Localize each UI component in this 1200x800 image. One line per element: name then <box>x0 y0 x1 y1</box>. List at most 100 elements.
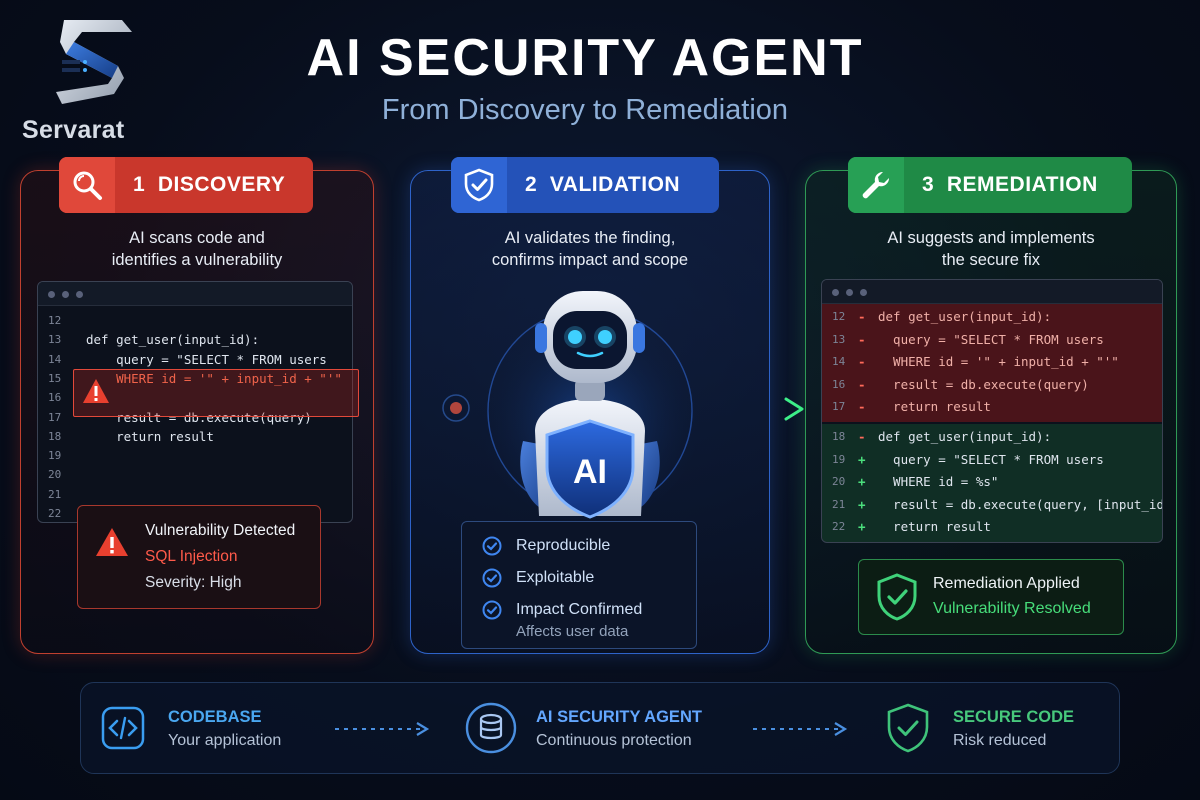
pipeline-title: AI SECURITY AGENT <box>536 708 702 726</box>
window-dot <box>48 291 55 298</box>
warning-icon <box>83 379 109 403</box>
alert-title: Vulnerability Detected <box>145 522 296 539</box>
window-dot <box>846 289 853 296</box>
code-text: def get_user(input_id): <box>878 309 1052 324</box>
check-circle-icon <box>482 536 502 556</box>
code-line: 12-def get_user(input_id): <box>822 306 1162 328</box>
code-text: return result <box>86 428 214 444</box>
code-line: 16- result = db.execute(query) <box>822 374 1162 396</box>
code-text: return result <box>878 399 991 414</box>
status-title: Remediation Applied <box>933 575 1080 592</box>
code-text: WHERE id = '" + input_id + "'" <box>86 370 342 386</box>
line-number: 22 <box>48 507 62 520</box>
validation-panel: 2 VALIDATION AI validates the finding, c… <box>410 157 770 654</box>
code-line: 18 return result <box>38 426 352 448</box>
pipeline-subtitle: Continuous protection <box>536 732 692 749</box>
code-line: 16 <box>38 387 352 409</box>
diff-code-window: 12-def get_user(input_id):13- query = "S… <box>821 279 1163 543</box>
code-line: 19+ query = "SELECT * FROM users <box>822 449 1162 471</box>
line-number: 20 <box>48 468 62 482</box>
code-text: def get_user(input_id): <box>86 332 260 348</box>
removed-lines-block <box>822 304 1162 422</box>
code-line: 15 WHERE id = '" + input_id + "'" <box>38 368 352 390</box>
wrench-icon <box>848 157 904 213</box>
line-number: 13 <box>832 332 846 346</box>
validation-step-header: 2 VALIDATION <box>451 157 719 213</box>
discovery-step-header: 1 DISCOVERY <box>59 157 313 213</box>
code-line: 17 result = db.execute(query) <box>38 407 352 429</box>
code-text: query = "SELECT * FROM users <box>86 351 327 367</box>
line-number: 13 <box>48 333 62 347</box>
line-number: 12 <box>832 310 846 323</box>
validation-description: AI validates the finding, confirms impac… <box>491 229 689 269</box>
code-line: 20 <box>38 464 352 486</box>
line-number: 19 <box>832 452 846 466</box>
diff-sign: + <box>858 519 866 534</box>
code-line: 18-def get_user(input_id): <box>822 426 1162 448</box>
discovery-step-label: DISCOVERY <box>157 173 286 196</box>
brand-logo: Servarat <box>22 10 162 144</box>
brand-name: Servarat <box>22 116 125 144</box>
remediation-step-label: REMEDIATION <box>946 173 1098 196</box>
pipeline-item-codebase: CODEBASE Your application <box>96 701 296 757</box>
line-number: 14 <box>832 355 846 368</box>
code-line: 21+ result = db.execute(query, [input_id… <box>822 494 1162 516</box>
window-dot <box>860 289 867 296</box>
diff-sign: - <box>858 331 866 347</box>
status-detail: Vulnerability Resolved <box>933 600 1091 617</box>
pipeline-title: CODEBASE <box>168 708 262 726</box>
code-line: 22 <box>38 503 352 522</box>
line-number: 18 <box>832 430 846 443</box>
shield-check-icon <box>451 157 507 213</box>
code-text: query = "SELECT * FROM users <box>878 331 1104 347</box>
line-number: 16 <box>832 377 846 391</box>
warning-icon <box>96 528 128 556</box>
line-number: 14 <box>48 352 62 366</box>
page-subtitle: From Discovery to Remediation <box>381 94 789 126</box>
line-number: 22 <box>832 520 846 533</box>
window-dot <box>832 289 839 296</box>
window-dot <box>62 291 69 298</box>
code-line: 13 def get_user(input_id): <box>38 329 352 351</box>
diff-sign: - <box>858 376 866 392</box>
vulnerable-line-highlight <box>73 369 359 417</box>
database-icon <box>465 702 517 754</box>
code-icon <box>101 706 145 750</box>
code-text: return result <box>878 519 991 534</box>
line-number: 12 <box>48 314 62 327</box>
code-line: 14- WHERE id = '" + input_id + "'" <box>822 351 1162 373</box>
remediation-panel: 3 REMEDIATION AI suggests and implements… <box>805 157 1177 654</box>
window-dot <box>76 291 83 298</box>
diff-sign: - <box>858 354 866 369</box>
flow-connector-left <box>340 394 470 422</box>
line-number: 16 <box>48 391 62 405</box>
remediation-step-header: 3 REMEDIATION <box>848 157 1132 213</box>
pipeline-title: SECURE CODE <box>953 708 1075 726</box>
robot-ai-badge: AI <box>573 453 607 491</box>
line-number: 15 <box>48 371 62 385</box>
code-text: result = db.execute(query) <box>878 376 1089 392</box>
diff-sign: + <box>858 474 866 489</box>
line-number: 21 <box>48 487 62 501</box>
diff-sign: + <box>858 496 866 512</box>
validation-checklist: Reproducible Exploitable Impact Confirme… <box>461 521 697 649</box>
pipeline-bar: CODEBASE Your application AI SECURITY AG… <box>80 682 1120 774</box>
check-circle-icon <box>482 568 502 588</box>
discovery-panel: 1 DISCOVERY AI scans code and identifies… <box>20 157 374 654</box>
line-number: 17 <box>832 400 846 413</box>
code-line: 13- query = "SELECT * FROM users <box>822 329 1162 351</box>
code-text: WHERE id = '" + input_id + "'" <box>878 354 1119 369</box>
remediation-description: AI suggests and implements the secure fi… <box>887 229 1095 269</box>
code-line: 14 query = "SELECT * FROM users <box>38 349 352 371</box>
code-line: 12 <box>38 310 352 332</box>
diff-sign: + <box>858 451 866 467</box>
code-text: WHERE id = %s" <box>878 474 999 489</box>
line-number: 18 <box>48 429 62 443</box>
code-line: 22 + return result <box>822 516 1162 538</box>
check-item-reproducible: Reproducible <box>482 536 610 556</box>
code-text: result = db.execute(query, [input_id]) <box>878 496 1163 512</box>
page-title: AI SECURITY AGENT <box>306 29 864 87</box>
impact-detail: Affects user data <box>516 623 629 640</box>
added-lines-block <box>822 424 1162 542</box>
code-text: result = db.execute(query) <box>86 409 312 425</box>
